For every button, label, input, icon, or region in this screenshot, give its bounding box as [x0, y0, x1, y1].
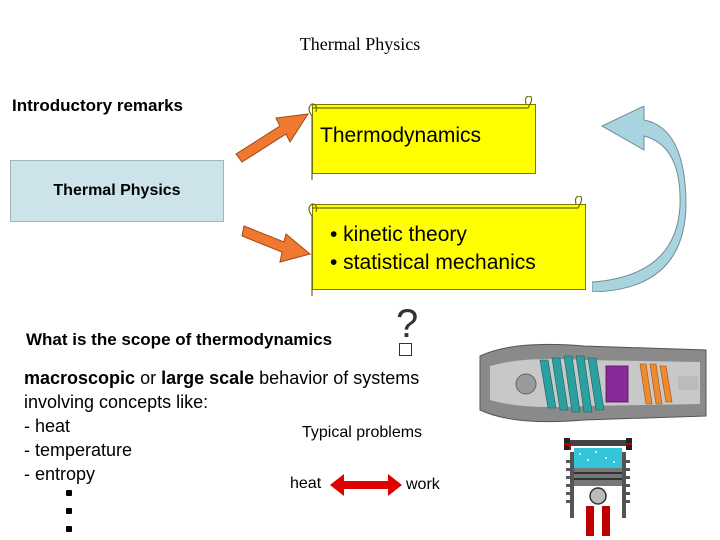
slide-title: Thermal Physics [299, 34, 421, 54]
concept-heat: - heat [24, 416, 71, 436]
scope-description: macroscopic or large scale behavior of s… [24, 366, 419, 486]
kinetic-statistical-scroll [312, 204, 586, 290]
thermodynamics-scroll [312, 104, 536, 174]
scope-line-2: involving concepts like: [24, 392, 209, 412]
scroll-curl-icon [308, 196, 583, 296]
scope-question: What is the scope of thermodynamics [26, 330, 333, 349]
question-mark-icon: ? [396, 302, 419, 346]
jet-engine-illustration [474, 336, 714, 428]
term-large-scale: large scale [161, 368, 255, 388]
right-arrow-icon [241, 225, 312, 263]
thermal-physics-box-label: Thermal Physics [53, 182, 181, 199]
ellipsis-dots [66, 490, 74, 538]
right-arrow-icon [235, 113, 309, 163]
scroll-curl-icon [308, 96, 533, 180]
thermodynamics-label: Thermodynamics [320, 124, 482, 147]
double-arrow-icon [330, 474, 402, 496]
thermal-physics-box: Thermal Physics [10, 160, 224, 222]
curved-return-arrow-icon [592, 106, 687, 292]
piston-cylinder-illustration [562, 434, 634, 538]
work-label: work [406, 476, 440, 493]
heat-label: heat [290, 475, 322, 492]
scope-line-1: macroscopic or large scale behavior of s… [24, 366, 419, 390]
or-text: or [135, 368, 162, 388]
term-macroscopic: macroscopic [24, 368, 136, 388]
question-mark-box [399, 343, 412, 356]
scroll-bullet-list: • kinetic theory • statistical mechanics [330, 221, 536, 277]
behavior-text: behavior of systems [254, 368, 420, 388]
concept-entropy: - entropy [24, 464, 96, 484]
typical-problems-label: Typical problems [302, 424, 423, 441]
bullet-statistical-mechanics: • statistical mechanics [330, 251, 536, 274]
intro-label: Introductory remarks [12, 96, 183, 115]
concept-temperature: - temperature [24, 440, 133, 460]
bullet-kinetic-theory: • kinetic theory [330, 223, 467, 246]
